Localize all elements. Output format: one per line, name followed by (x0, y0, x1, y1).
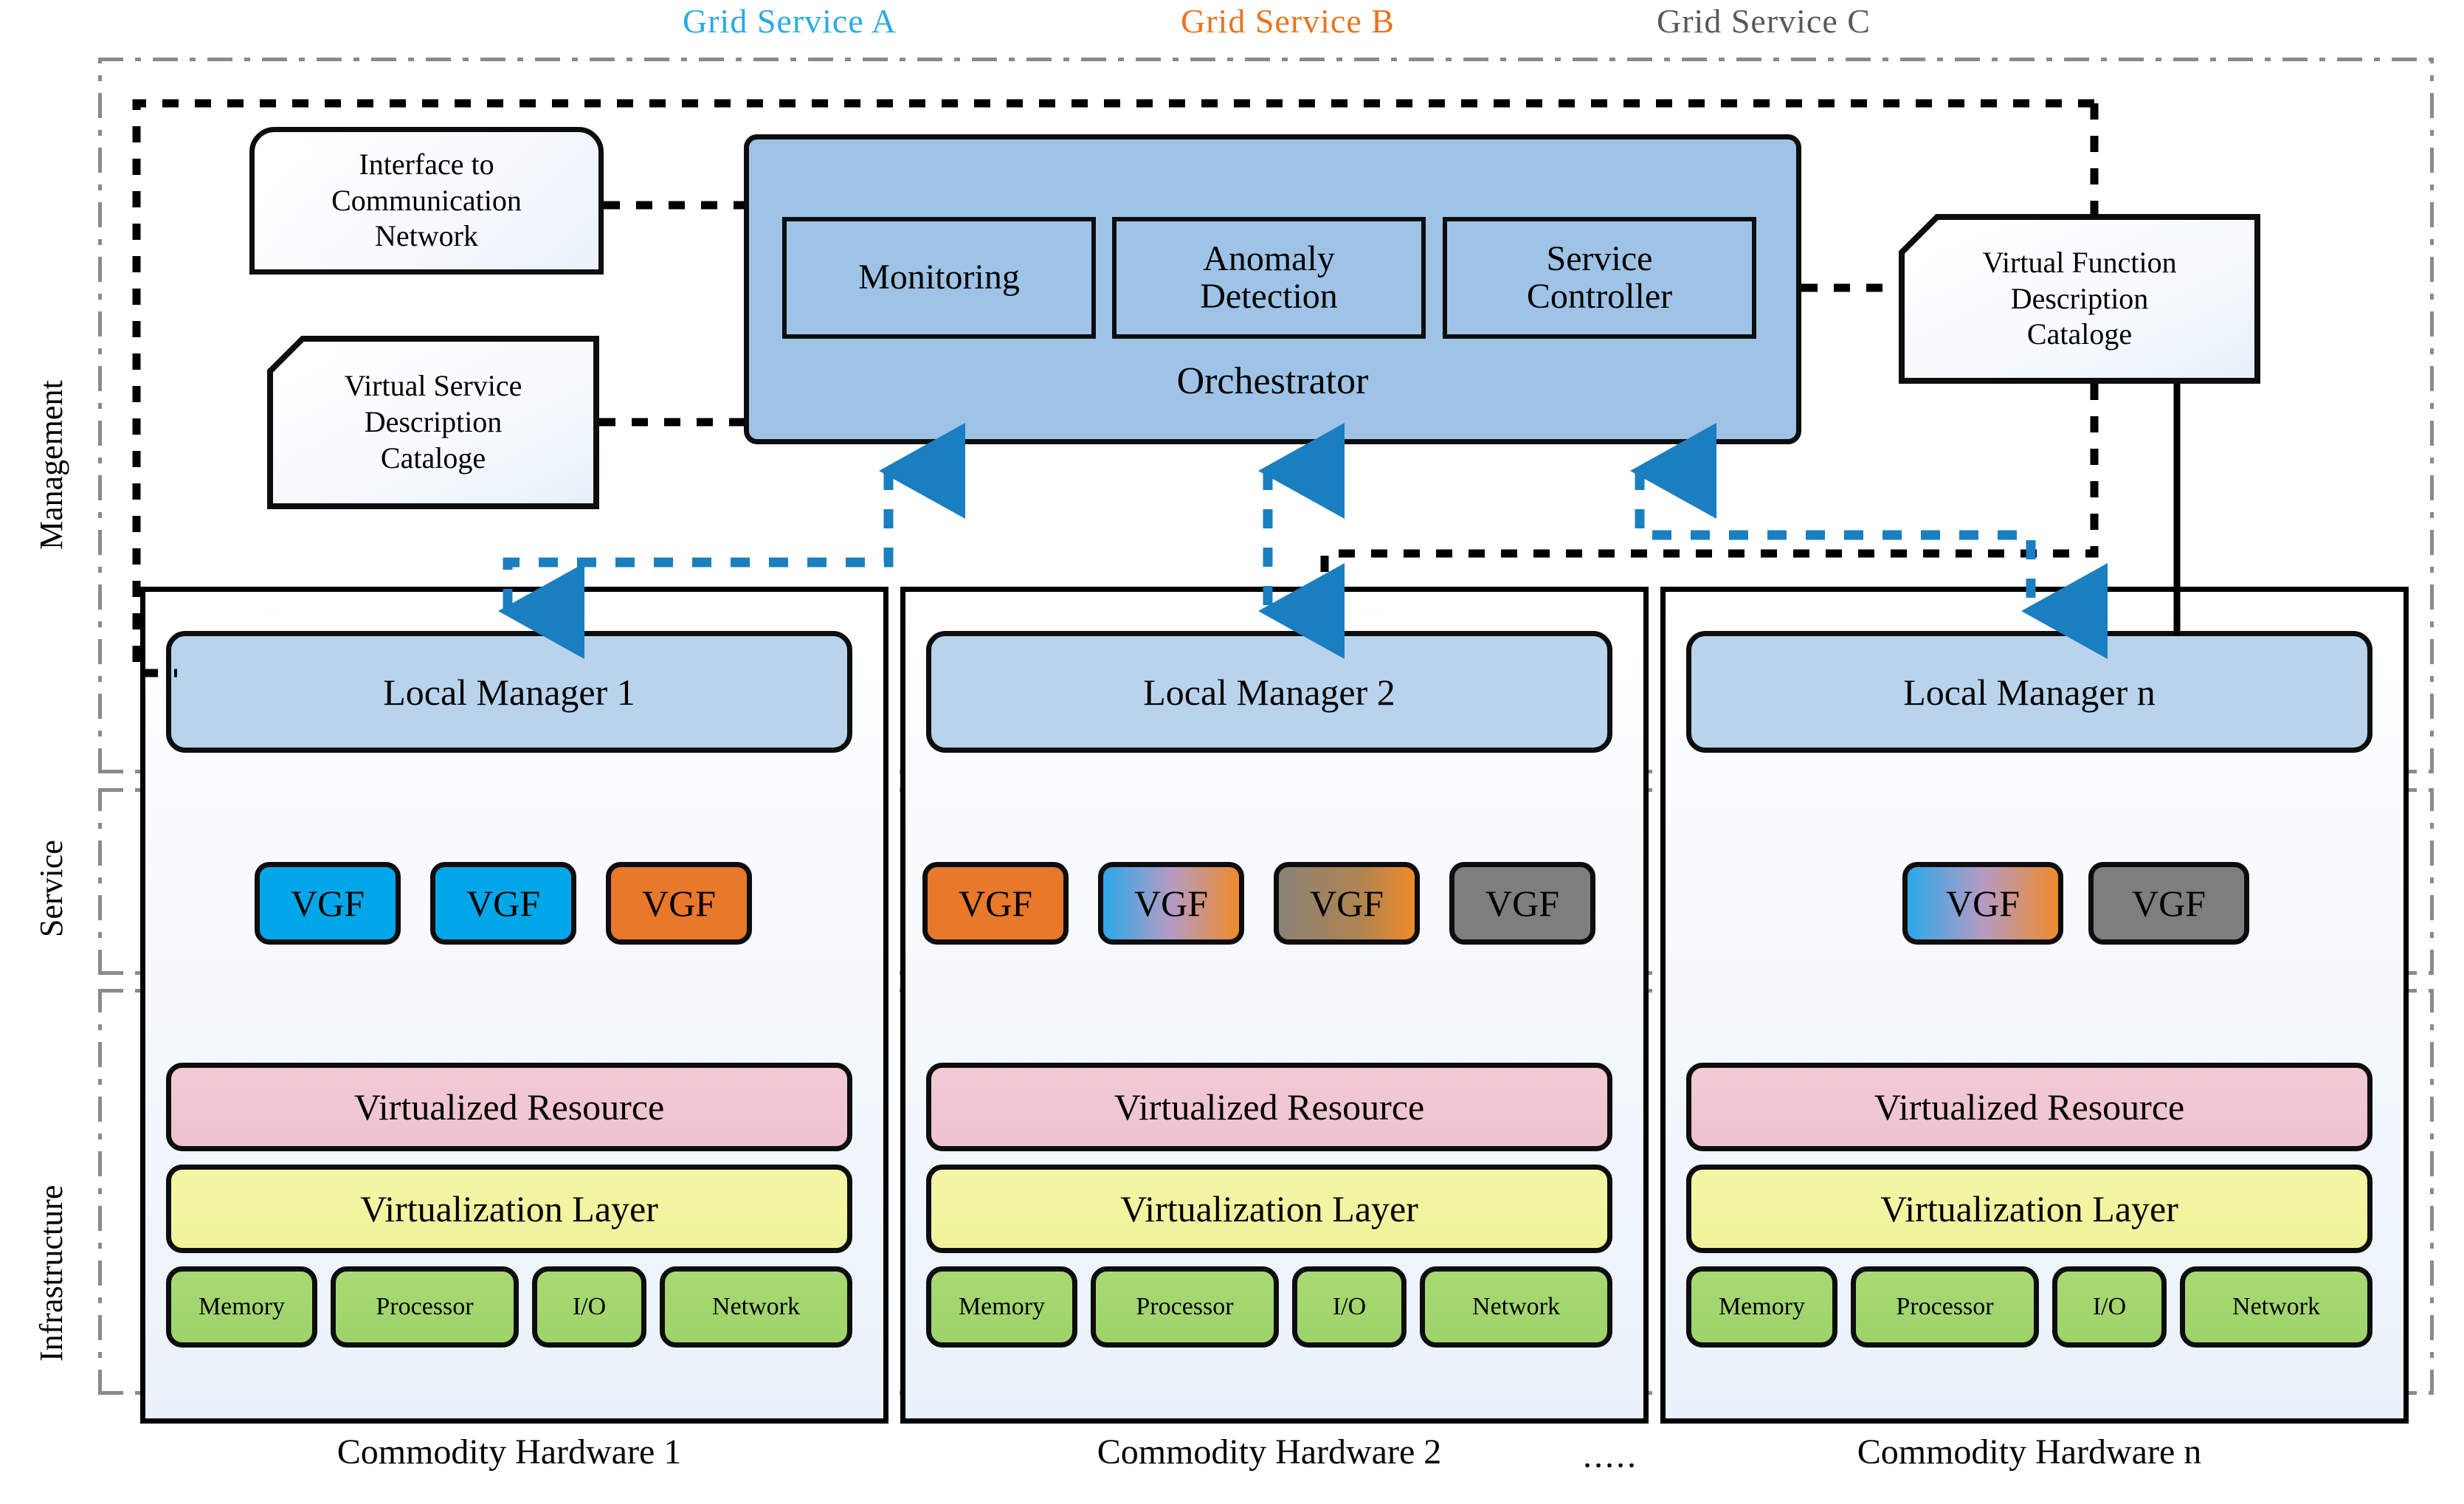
vgf-label: VGF (1945, 883, 2020, 924)
vgf-label: VGF (290, 883, 365, 924)
vgf-label: VGF (1485, 883, 1560, 924)
virtualization-layer-label: Virtualization Layer (360, 1188, 658, 1229)
vsdc-line3: Cataloge (380, 441, 486, 475)
virtualization-layer-label: Virtualization Layer (1120, 1188, 1418, 1229)
virtualization-layer-box: Virtualization Layer (166, 1165, 852, 1253)
resource-label: Processor (1136, 1293, 1234, 1320)
local-manager-2[interactable]: Local Manager 2 (926, 631, 1612, 753)
vgf-chip[interactable]: VGF (1902, 862, 2063, 945)
resource-label: Memory (958, 1293, 1046, 1320)
resource-label: Network (712, 1293, 800, 1320)
orchestrator-module-service-controller[interactable]: Service Controller (1443, 217, 1756, 339)
orchestrator-box[interactable]: Monitoring Anomaly Detection Service Con… (744, 134, 1801, 444)
interface-note-line2: Communication (331, 183, 522, 217)
resource-memory: Memory (926, 1266, 1077, 1348)
resource-memory: Memory (166, 1266, 317, 1348)
hardware-label-1: Commodity Hardware 1 (337, 1432, 682, 1472)
virtualized-resource-label: Virtualized Resource (1114, 1086, 1425, 1128)
layer-label-service: Service (33, 840, 69, 937)
grid-service-b-title: Grid Service B (1181, 2, 1395, 40)
virtualization-layer-box: Virtualization Layer (1686, 1165, 2372, 1253)
virtual-function-description-catalogue-note: Virtual Function Description Cataloge (1899, 214, 2260, 384)
virtualization-layer-box: Virtualization Layer (926, 1165, 1612, 1253)
resource-label: Network (2232, 1293, 2320, 1320)
virtualized-resource-box: Virtualized Resource (926, 1063, 1612, 1151)
resource-label: I/O (1332, 1293, 1367, 1320)
grid-service-c-title: Grid Service C (1657, 2, 1871, 40)
vgf-label: VGF (2131, 883, 2206, 924)
vgf-chip[interactable]: VGF (1449, 862, 1595, 945)
interface-note-line1: Interface to (359, 147, 494, 181)
resource-label: Network (1472, 1293, 1560, 1320)
hardware-ellipsis: ..... (1583, 1436, 1638, 1475)
local-manager-1[interactable]: Local Manager 1 (166, 631, 852, 753)
orchestrator-module-monitoring[interactable]: Monitoring (782, 217, 1096, 339)
resource-processor: Processor (1851, 1266, 2039, 1348)
resource-network: Network (1420, 1266, 1612, 1348)
virtual-service-description-catalogue-note: Virtual Service Description Cataloge (267, 336, 599, 509)
local-manager-n-label: Local Manager n (1903, 671, 2156, 713)
vfdc-line2: Description (2010, 281, 2149, 315)
orchestrator-module-anomaly-detection[interactable]: Anomaly Detection (1112, 217, 1426, 339)
grid-service-a-title: Grid Service A (683, 2, 897, 40)
interface-to-communication-network-note: Interface to Communication Network (249, 127, 604, 275)
resource-processor: Processor (331, 1266, 519, 1348)
virtualized-resource-label: Virtualized Resource (1874, 1086, 2185, 1128)
resource-label: Memory (198, 1293, 286, 1320)
vgf-chip[interactable]: VGF (255, 862, 401, 945)
resource-label: I/O (2092, 1293, 2127, 1320)
vgf-chip[interactable]: VGF (1098, 862, 1244, 945)
interface-note-line3: Network (375, 219, 478, 253)
vsdc-line1: Virtual Service (344, 369, 522, 403)
resource-processor: Processor (1091, 1266, 1279, 1348)
resource-io: I/O (2052, 1266, 2167, 1348)
vgf-chip[interactable]: VGF (2088, 862, 2249, 945)
local-manager-1-label: Local Manager 1 (383, 671, 635, 713)
virtualized-resource-box: Virtualized Resource (1686, 1063, 2372, 1151)
service-controller-label: Service Controller (1526, 239, 1673, 316)
resource-label: Memory (1718, 1293, 1806, 1320)
virtualization-layer-label: Virtualization Layer (1880, 1188, 2178, 1229)
hardware-label-n: Commodity Hardware n (1857, 1432, 2202, 1472)
resource-network: Network (2180, 1266, 2372, 1348)
virtualized-resource-box: Virtualized Resource (166, 1063, 852, 1151)
vgf-chip[interactable]: VGF (922, 862, 1069, 945)
virtualized-resource-label: Virtualized Resource (353, 1086, 665, 1128)
resource-label: Processor (1896, 1293, 1994, 1320)
vfdc-line3: Cataloge (2026, 317, 2133, 351)
vgf-label: VGF (641, 883, 717, 924)
local-manager-n[interactable]: Local Manager n (1686, 631, 2372, 753)
orchestrator-label: Orchestrator (1176, 360, 1369, 402)
local-manager-2-label: Local Manager 2 (1143, 671, 1395, 713)
resource-label: Processor (376, 1293, 474, 1320)
vgf-label: VGF (958, 883, 1033, 924)
layer-label-infrastructure: Infrastructure (33, 1184, 69, 1362)
vgf-chip[interactable]: VGF (430, 862, 576, 945)
resource-memory: Memory (1686, 1266, 1837, 1348)
layer-label-management: Management (33, 380, 69, 550)
resource-io: I/O (1292, 1266, 1407, 1348)
anomaly-detection-label: Anomaly Detection (1200, 239, 1338, 316)
hardware-label-2: Commodity Hardware 2 (1097, 1432, 1442, 1472)
vgf-chip[interactable]: VGF (1274, 862, 1420, 945)
resource-label: I/O (572, 1293, 607, 1320)
vfdc-line1: Virtual Function (1982, 245, 2177, 279)
vgf-chip[interactable]: VGF (606, 862, 752, 945)
resource-io: I/O (532, 1266, 646, 1348)
monitoring-label: Monitoring (858, 258, 1020, 297)
resource-network: Network (660, 1266, 852, 1348)
vgf-label: VGF (1133, 883, 1209, 924)
vgf-label: VGF (1309, 883, 1384, 924)
vgf-label: VGF (466, 883, 541, 924)
vsdc-line2: Description (364, 405, 503, 439)
